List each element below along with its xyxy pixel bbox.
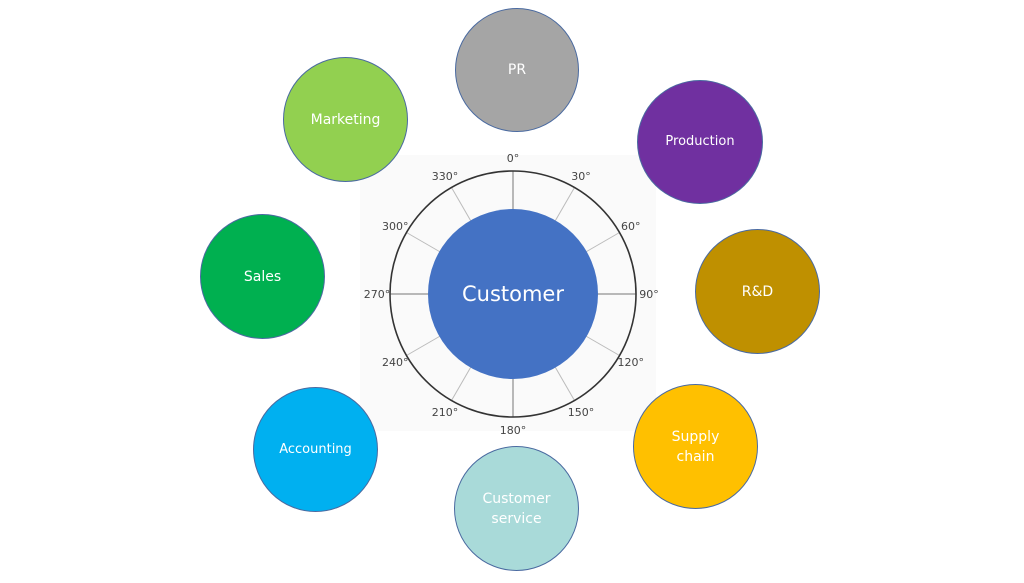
degree-label: 270° <box>364 288 391 301</box>
department-marketing: Marketing <box>283 57 408 182</box>
compass-spoke <box>451 187 472 222</box>
customer-center-circle: Customer <box>428 209 598 379</box>
degree-label: 30° <box>571 170 591 183</box>
customer-center-label: Customer <box>461 282 564 306</box>
degree-label: 0° <box>507 152 520 165</box>
department-production: Production <box>637 80 763 204</box>
department-sales: Sales <box>200 214 325 339</box>
department-customer-service: Customer service <box>454 446 579 571</box>
department-label: Supply chain <box>671 428 720 465</box>
degree-label: 210° <box>432 406 459 419</box>
degree-label: 300° <box>382 220 409 233</box>
department-label: R&D <box>741 283 774 300</box>
compass-spoke <box>406 335 441 356</box>
compass-spoke <box>585 335 620 356</box>
department-label: Marketing <box>310 111 381 128</box>
compass-spoke <box>406 232 441 253</box>
department-label: Sales <box>243 268 282 285</box>
department-label: Production <box>665 134 735 149</box>
degree-label: 330° <box>432 170 459 183</box>
compass-spoke <box>554 187 575 222</box>
department-label: Customer service <box>482 490 551 527</box>
compass-spoke <box>585 232 620 253</box>
compass-spoke <box>554 366 575 401</box>
degree-label: 90° <box>639 288 659 301</box>
department-label: PR <box>507 62 527 78</box>
department-supply-chain: Supply chain <box>633 384 758 509</box>
degree-label: 60° <box>621 220 641 233</box>
degree-label: 180° <box>500 424 527 437</box>
degree-label: 150° <box>568 406 595 419</box>
department-accounting: Accounting <box>253 387 378 512</box>
compass-spoke <box>451 366 472 401</box>
department-label: Accounting <box>279 441 352 457</box>
degree-label: 240° <box>382 356 409 369</box>
department-pr: PR <box>455 8 579 132</box>
department-rd: R&D <box>695 229 820 354</box>
compass-ring <box>389 170 637 418</box>
degree-label: 120° <box>618 356 645 369</box>
